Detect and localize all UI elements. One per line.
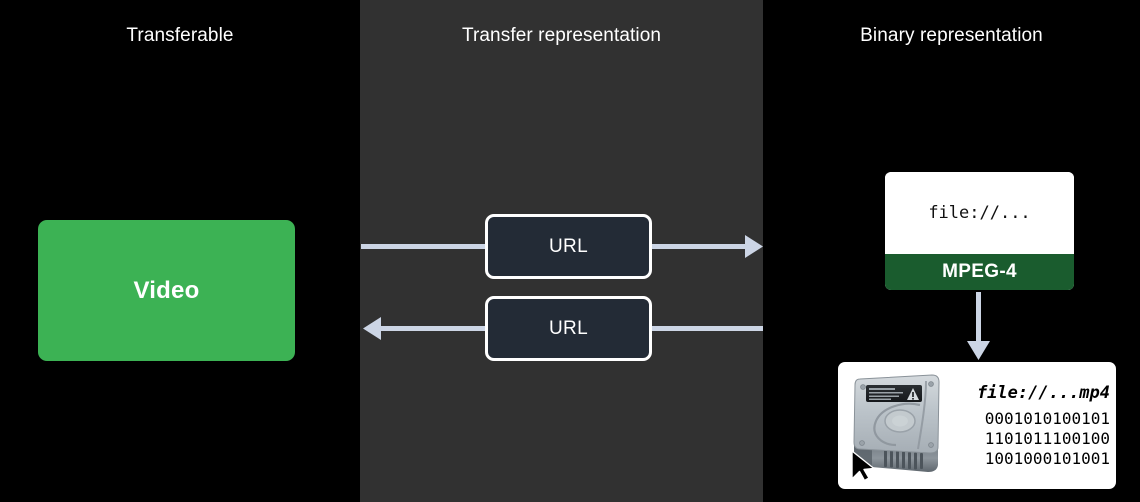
video-block[interactable]: Video [38,220,295,361]
panel-title-transfer-representation: Transfer representation [461,25,662,46]
binary-line: 1101011100100 [984,429,1110,448]
url-box-incoming-label: URL [549,317,588,339]
panel-title-binary-representation: Binary representation [860,25,1043,46]
mpeg4-file-path-label: file://... [928,203,1031,223]
panel-title-transferable: Transferable [126,25,234,46]
url-box-incoming[interactable]: URL [485,296,652,361]
url-box-outgoing[interactable]: URL [485,214,652,279]
mpeg4-file-path-area: file://... [885,172,1074,254]
video-block-label: Video [133,276,200,304]
url-box-outgoing-label: URL [549,235,588,257]
hard-drive-icon [842,367,952,485]
mpeg4-format-label: MPEG-4 [942,261,1017,282]
binary-line: 1001000101001 [984,449,1110,468]
cursor-arrow-icon [851,449,875,481]
disk-binary-card[interactable]: file://...mp4 0001010100101 110101110010… [838,362,1116,489]
disk-file-path-label: file://...mp4 [976,383,1110,403]
binary-text-block: file://...mp4 0001010100101 110101110010… [952,382,1116,469]
binary-line: 0001010100101 [984,409,1110,428]
mpeg4-file-card[interactable]: file://... MPEG-4 [885,172,1074,290]
mpeg4-format-bar: MPEG-4 [885,254,1074,290]
panel-transferable: Transferable Video [0,0,360,502]
